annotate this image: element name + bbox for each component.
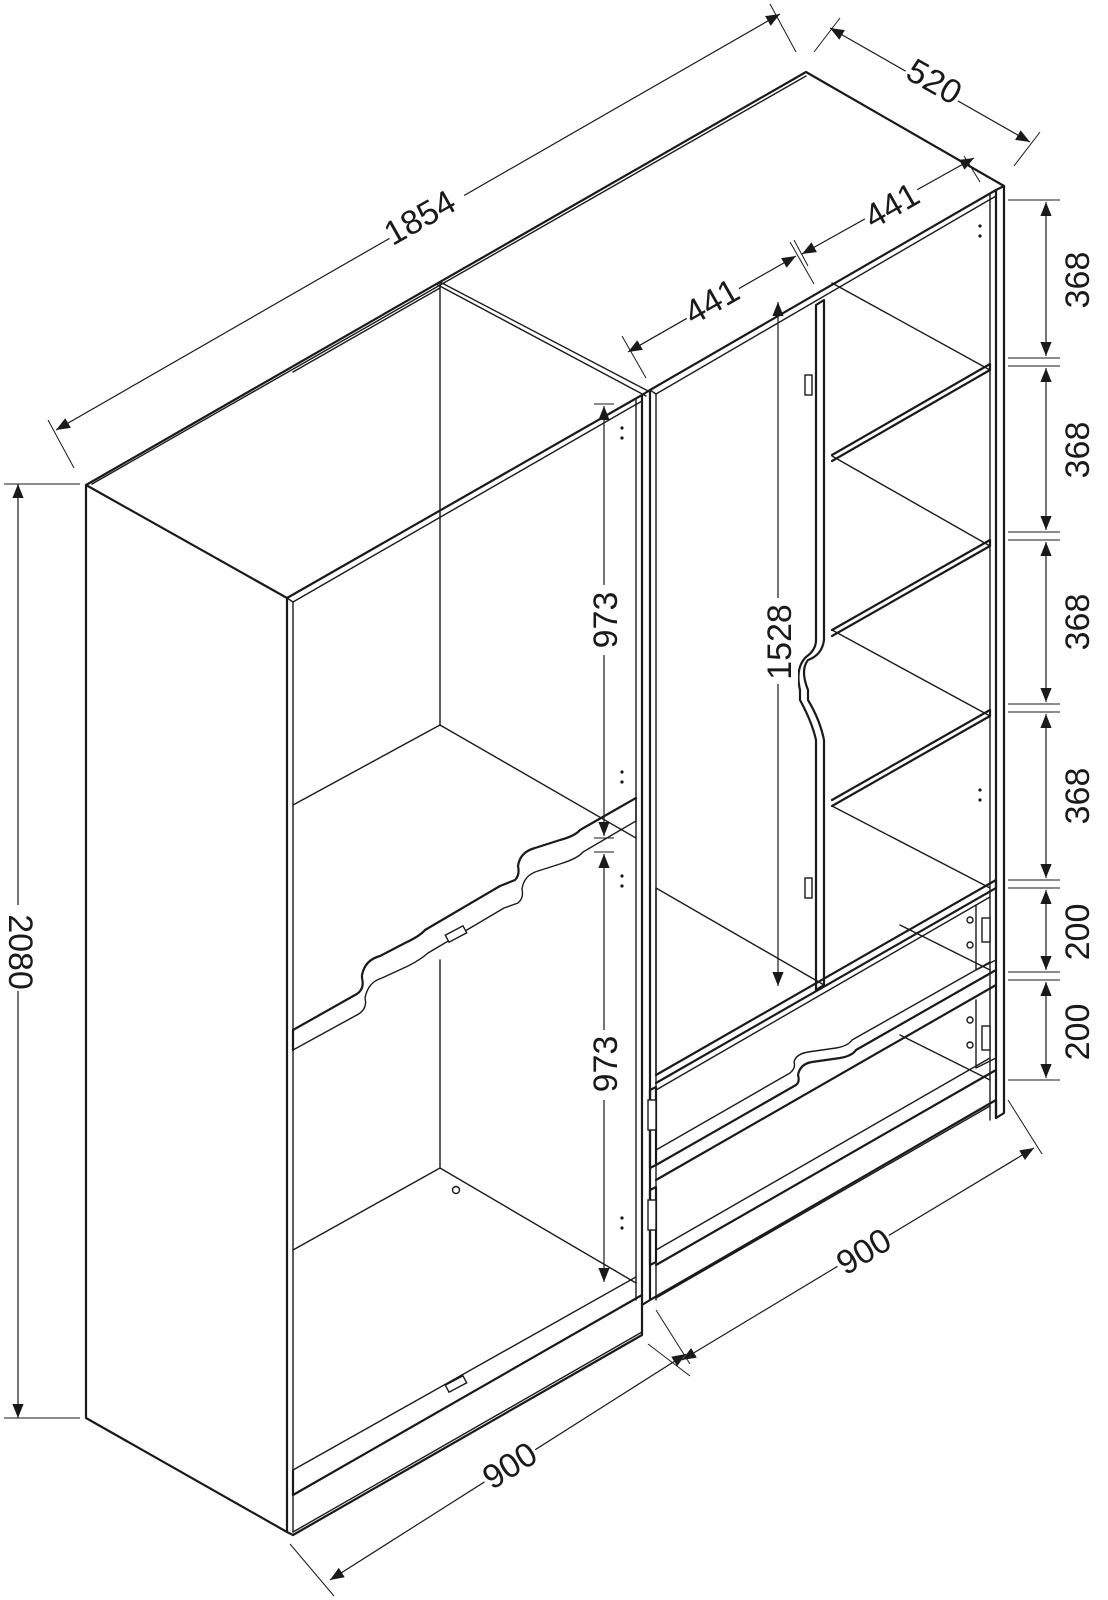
screw-hole-icon [451,1185,461,1195]
label-height: 2080 [1,914,39,990]
label-shelf-1: 368 [1059,252,1097,309]
screw-hole-icon [966,916,974,924]
hinge-icon [804,374,813,396]
hardware [444,224,991,1394]
label-drawer-1: 200 [1059,904,1097,961]
label-shelf-3: 368 [1059,594,1097,651]
label-left-unit-width: 900 [476,1435,544,1497]
dimension-labels: 1854 520 441 441 2080 973 973 1528 368 3… [0,49,1097,1499]
wardrobe-body [84,70,1006,1537]
label-973-lower: 973 [587,1036,625,1093]
screw-hole-icon [966,1016,974,1024]
handle-icon [444,924,468,944]
label-drawer-2: 200 [1059,1004,1097,1061]
screw-hole-icon [966,941,974,949]
label-973-upper: 973 [587,592,625,649]
drawer-runner-icon [981,917,991,943]
drawer-runner-icon [647,1099,657,1131]
label-441-left: 441 [678,271,746,332]
drawer-runner-icon [981,1025,991,1051]
label-shelf-2: 368 [1059,422,1097,479]
label-441-right: 441 [858,175,926,236]
shelf-pin-holes [601,224,982,1277]
screw-hole-icon [966,1041,974,1049]
label-depth: 520 [900,51,968,112]
drawer-runner-icon [647,1199,657,1231]
label-shelf-4: 368 [1059,768,1097,825]
hinge-icon [804,877,813,899]
label-door-height: 1528 [761,604,799,680]
label-right-unit-width: 900 [830,1221,898,1283]
